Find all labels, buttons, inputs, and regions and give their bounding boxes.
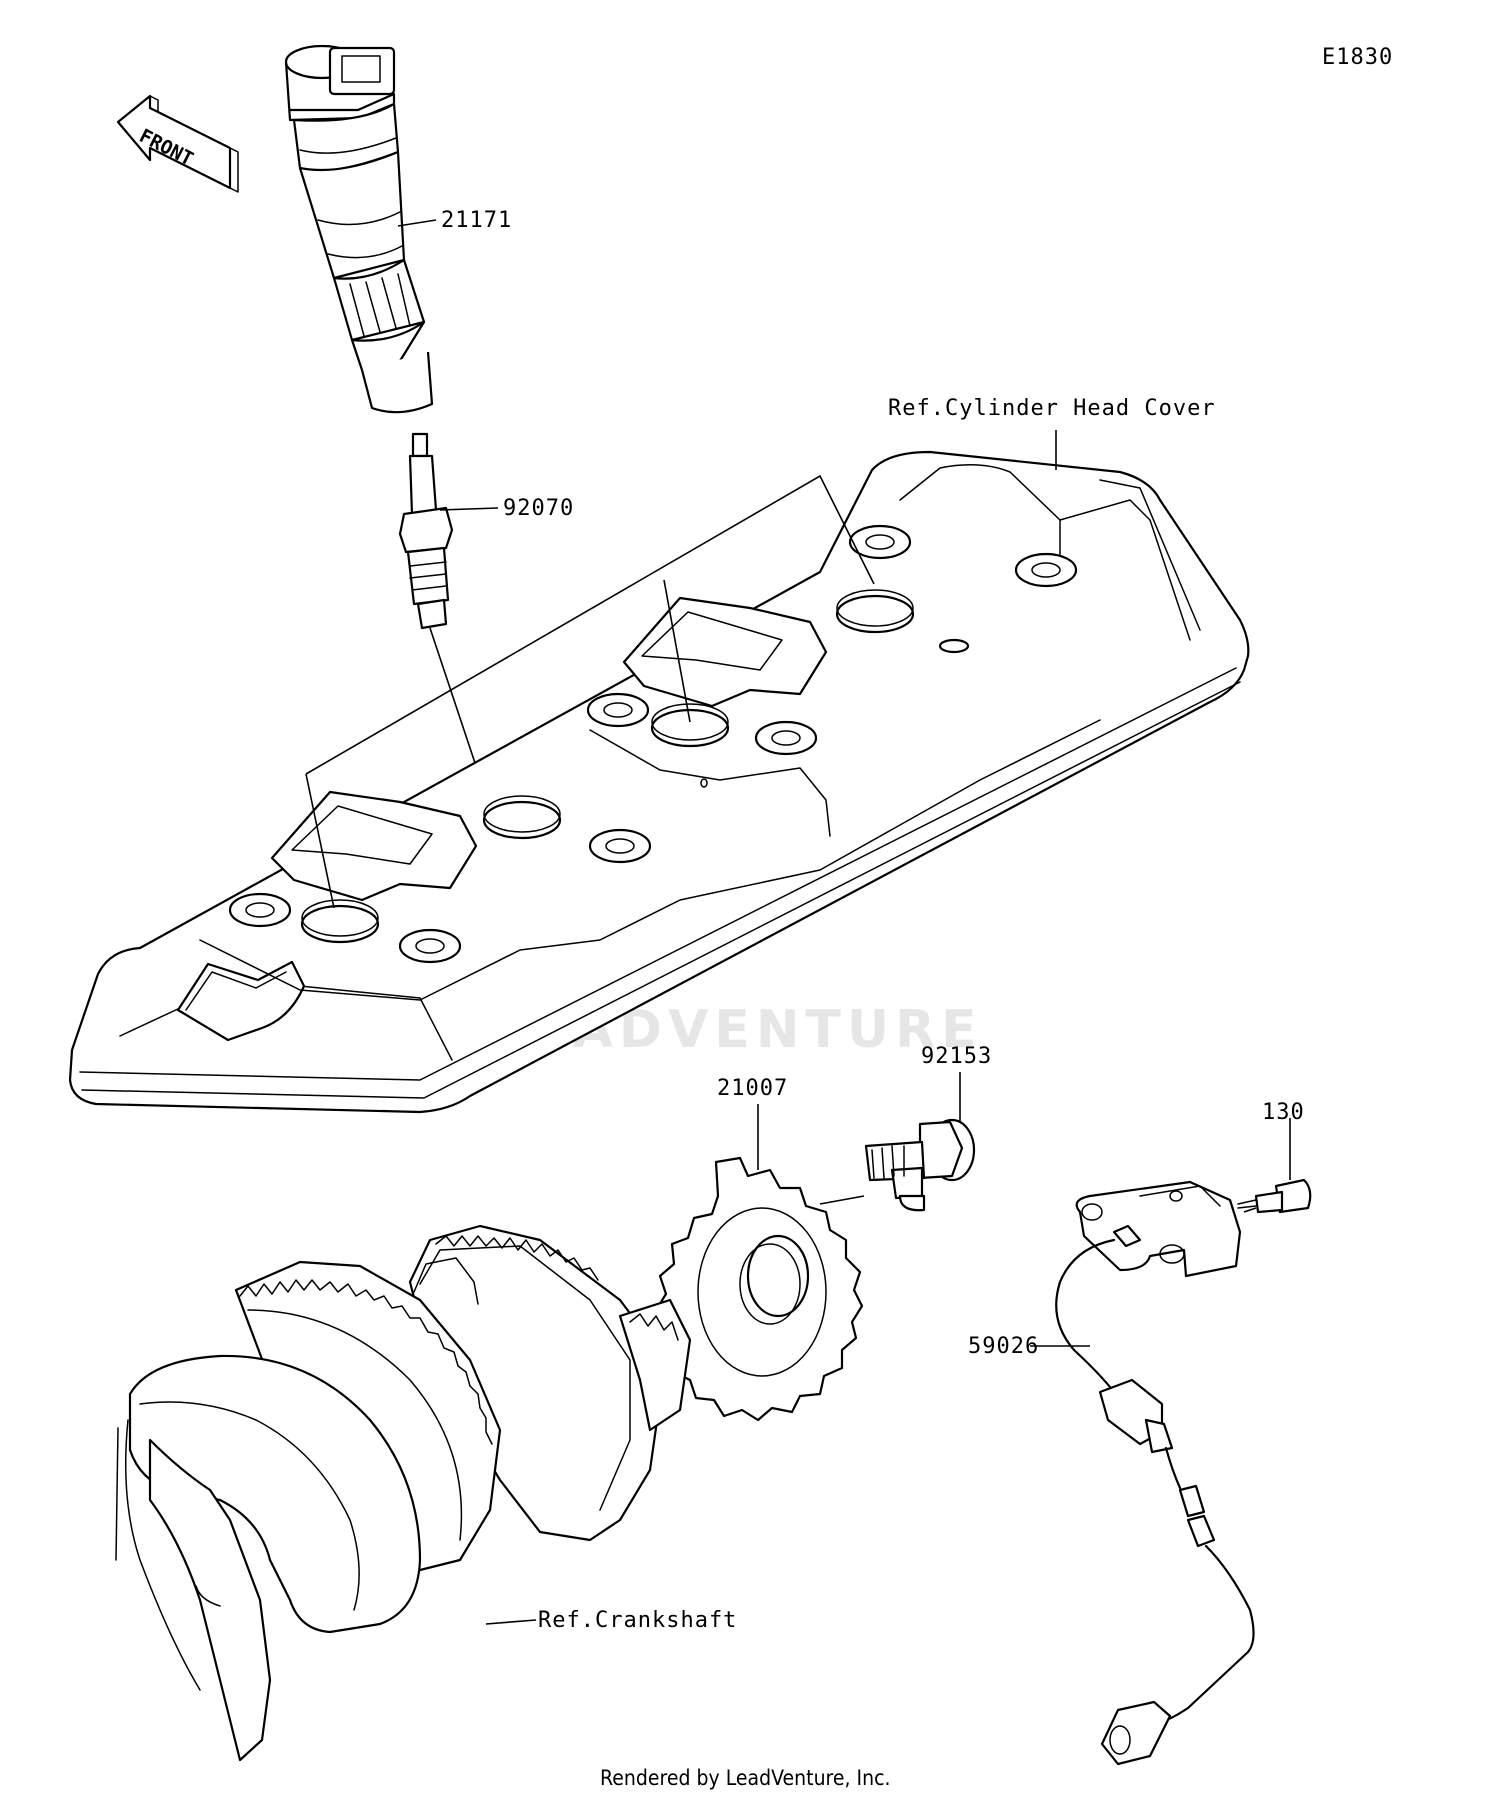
ignition-coil-drawing — [284, 44, 437, 414]
part-number-crankshaft-sensor[interactable]: 59026 — [968, 1334, 1040, 1359]
cylinder-head-cover-drawing — [68, 430, 1250, 1114]
spark-plug-drawing — [398, 432, 499, 803]
part-number-rotor-bolt[interactable]: 92153 — [921, 1044, 993, 1069]
timing-rotor-drawing — [654, 1104, 864, 1422]
crankshaft-sensor-drawing — [1030, 1118, 1312, 1766]
part-number-sensor-bolt[interactable]: 130 — [1262, 1100, 1305, 1125]
ref-crankshaft[interactable]: Ref.Crankshaft — [538, 1608, 738, 1633]
front-direction-arrow-icon: FRONT — [116, 94, 239, 193]
part-number-ignition-coil[interactable]: 21171 — [441, 208, 513, 233]
rotor-bolt-drawing — [819, 1072, 976, 1212]
part-number-spark-plug[interactable]: 92070 — [503, 496, 575, 521]
part-number-timing-rotor[interactable]: 21007 — [717, 1076, 789, 1101]
diagram-code: E1830 — [1322, 45, 1394, 70]
footer-credit: Rendered by LeadVenture, Inc. — [600, 1766, 891, 1790]
crankshaft-drawing — [115, 1224, 692, 1762]
ref-cylinder-head-cover[interactable]: Ref.Cylinder Head Cover — [888, 396, 1216, 421]
